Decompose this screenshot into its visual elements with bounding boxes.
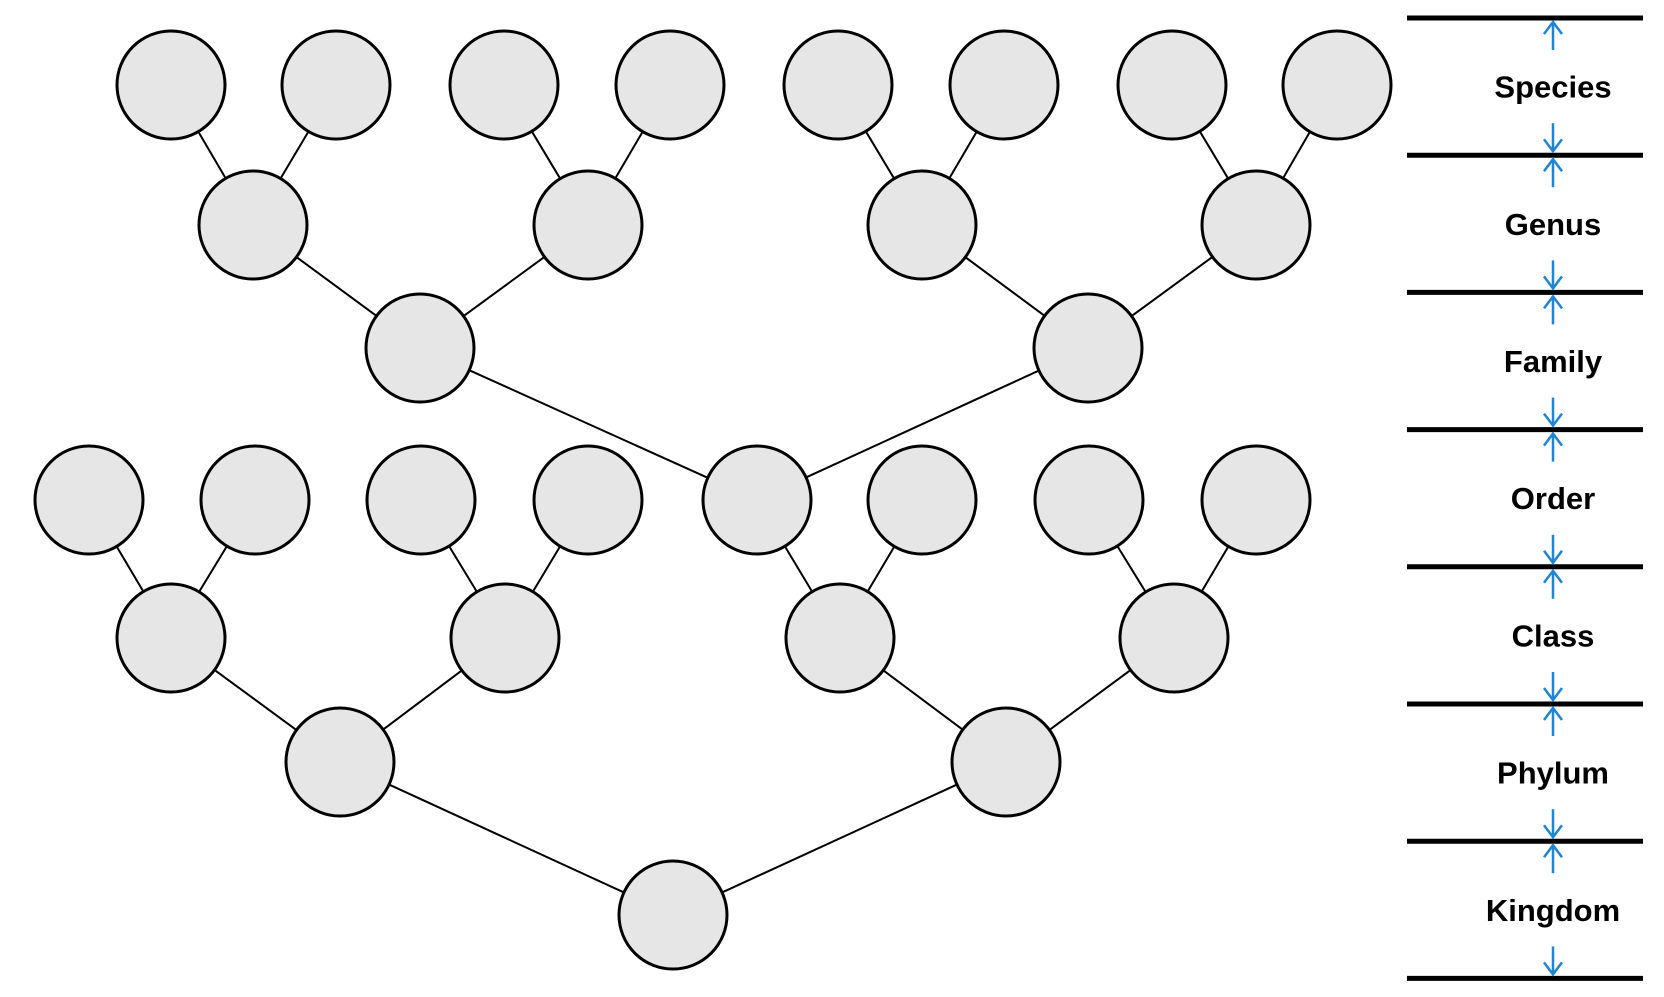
tree-node bbox=[866, 444, 978, 556]
tree-node bbox=[1033, 444, 1145, 556]
tree-edge bbox=[1116, 545, 1147, 593]
tree-edge bbox=[964, 256, 1046, 317]
tree-edge bbox=[1200, 545, 1230, 593]
down-arrow-icon bbox=[1543, 809, 1563, 840]
tree-node bbox=[701, 444, 813, 556]
rank-scale: SpeciesGenusFamilyOrderClassPhylumKingdo… bbox=[1407, 15, 1643, 981]
tree-node bbox=[866, 169, 978, 281]
tree-edge bbox=[1048, 669, 1132, 731]
tree-node bbox=[784, 582, 896, 694]
tree-node bbox=[280, 29, 392, 141]
rank-label-family: Family bbox=[1504, 344, 1603, 379]
up-arrow-icon bbox=[1543, 19, 1563, 50]
up-arrow-icon bbox=[1543, 705, 1563, 736]
tree-edge bbox=[115, 545, 145, 593]
tree-node bbox=[197, 169, 309, 281]
tree-edge bbox=[197, 131, 227, 179]
tree-node bbox=[782, 29, 894, 141]
tree-node bbox=[115, 29, 227, 141]
up-arrow-icon bbox=[1543, 294, 1563, 325]
down-arrow-icon bbox=[1543, 123, 1563, 154]
rank-label-genus: Genus bbox=[1505, 207, 1601, 242]
rank-label-species: Species bbox=[1494, 70, 1611, 105]
tree-edge bbox=[462, 256, 546, 317]
tree-node bbox=[948, 29, 1060, 141]
down-arrow-icon bbox=[1543, 946, 1563, 977]
tree-edge bbox=[721, 783, 958, 894]
tree-edge bbox=[882, 669, 964, 731]
tree-edge bbox=[531, 545, 562, 593]
tree-node bbox=[614, 29, 726, 141]
down-arrow-icon bbox=[1543, 534, 1563, 565]
tree-edge bbox=[279, 130, 310, 180]
tree-node bbox=[284, 706, 396, 818]
tree-edge bbox=[295, 256, 378, 317]
tree-nodes bbox=[33, 29, 1393, 971]
tree-edge bbox=[213, 669, 298, 731]
tree-edge bbox=[1198, 130, 1230, 180]
up-arrow-icon bbox=[1543, 157, 1563, 188]
tree-node bbox=[449, 582, 561, 694]
tree-node bbox=[1281, 29, 1393, 141]
rank-label-order: Order bbox=[1511, 481, 1595, 516]
tree-node bbox=[532, 169, 644, 281]
rank-label-kingdom: Kingdom bbox=[1486, 893, 1620, 928]
tree-node bbox=[1200, 169, 1312, 281]
tree-edge bbox=[198, 545, 228, 593]
tree-node bbox=[950, 706, 1062, 818]
up-arrow-icon bbox=[1543, 843, 1563, 874]
tree-edges bbox=[115, 130, 1311, 894]
tree-node bbox=[199, 444, 311, 556]
tree-node bbox=[33, 444, 145, 556]
down-arrow-icon bbox=[1543, 672, 1563, 703]
tree-edge bbox=[614, 131, 644, 179]
tree-node bbox=[1118, 582, 1230, 694]
up-arrow-icon bbox=[1543, 568, 1563, 599]
tree-edge bbox=[948, 131, 978, 179]
tree-edge bbox=[805, 369, 1040, 479]
tree-edge bbox=[783, 545, 814, 593]
tree-edge bbox=[1282, 131, 1311, 179]
tree-node bbox=[365, 444, 477, 556]
tree-edge bbox=[448, 545, 478, 593]
tree-edge bbox=[468, 369, 709, 479]
tree-edge bbox=[382, 669, 463, 731]
down-arrow-icon bbox=[1543, 260, 1563, 291]
tree-node bbox=[364, 292, 476, 404]
tree-node bbox=[1200, 444, 1312, 556]
tree-edge bbox=[530, 130, 562, 180]
tree-edge bbox=[388, 783, 625, 894]
tree-edge bbox=[1130, 256, 1214, 317]
tree-node bbox=[617, 859, 729, 971]
tree-node bbox=[1116, 29, 1228, 141]
tree-node bbox=[1032, 292, 1144, 404]
tree-node bbox=[115, 582, 227, 694]
tree-node bbox=[448, 29, 560, 141]
rank-label-phylum: Phylum bbox=[1497, 756, 1609, 791]
rank-label-class: Class bbox=[1512, 618, 1595, 653]
down-arrow-icon bbox=[1543, 397, 1563, 428]
tree-edge bbox=[864, 130, 896, 180]
tree-edge bbox=[866, 545, 896, 593]
up-arrow-icon bbox=[1543, 431, 1563, 462]
tree-node bbox=[532, 444, 644, 556]
